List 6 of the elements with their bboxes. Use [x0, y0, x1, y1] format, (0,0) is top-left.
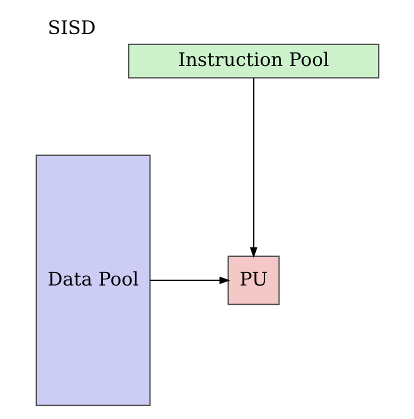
- node-box: Instruction Pool: [127, 44, 379, 78]
- node-box: PU: [227, 256, 280, 306]
- node-box: Data Pool: [35, 154, 150, 406]
- diagram-title: SISD: [47, 18, 96, 39]
- arrow: [249, 78, 257, 258]
- arrow: [150, 276, 230, 284]
